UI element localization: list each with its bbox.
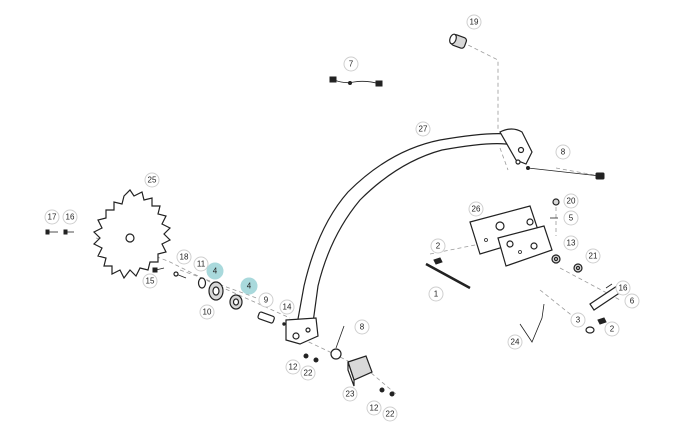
callout-14: 14	[279, 299, 295, 315]
svg-text:13: 13	[567, 239, 576, 248]
svg-text:19: 19	[470, 18, 479, 27]
svg-text:17: 17	[48, 213, 57, 222]
callout-19: 19	[466, 14, 482, 30]
svg-text:9: 9	[264, 296, 269, 305]
callout-10: 10	[199, 304, 215, 320]
callout-16-left: 16	[62, 209, 78, 225]
callout-24: 24	[507, 334, 523, 350]
svg-text:18: 18	[180, 253, 189, 262]
svg-text:10: 10	[203, 308, 212, 317]
callout-6: 6	[624, 293, 640, 309]
part-screws-left	[45, 229, 74, 235]
svg-text:2: 2	[610, 325, 615, 334]
callout-22-right: 22	[382, 406, 398, 422]
svg-text:6: 6	[630, 297, 635, 306]
part-saw-blade	[92, 189, 172, 280]
svg-text:27: 27	[419, 125, 428, 134]
svg-text:3: 3	[576, 316, 581, 325]
svg-text:16: 16	[619, 284, 628, 293]
callout-5: 5	[563, 210, 579, 226]
callout-labels: 19 7 27 8 25 17 16 18 11 4 4 15 10 9 14 …	[44, 14, 640, 422]
callout-2-lower: 2	[604, 321, 620, 337]
callout-8-upper: 8	[555, 144, 571, 160]
svg-text:22: 22	[304, 369, 313, 378]
callout-15: 15	[142, 273, 158, 289]
svg-text:25: 25	[148, 176, 157, 185]
part-hub-stack	[197, 277, 286, 326]
part-washers-bottom	[585, 317, 607, 334]
callout-3: 3	[570, 312, 586, 328]
callout-12-right: 12	[366, 400, 382, 416]
callout-8-lower: 8	[354, 319, 370, 335]
part-handle-grip	[449, 33, 468, 49]
callout-1: 1	[428, 286, 444, 302]
svg-text:16: 16	[66, 213, 75, 222]
part-nuts-right	[550, 198, 560, 219]
part-bracket-bar	[519, 303, 545, 343]
part-mount-plates	[469, 205, 553, 267]
callout-12-left: 12	[285, 359, 301, 375]
callout-2-upper: 2	[430, 238, 446, 254]
part-rod	[425, 262, 471, 290]
svg-text:1: 1	[434, 290, 439, 299]
svg-text:8: 8	[360, 323, 365, 332]
callout-26: 26	[468, 201, 484, 217]
callout-20: 20	[563, 193, 579, 209]
svg-text:5: 5	[569, 214, 574, 223]
svg-text:2: 2	[436, 242, 441, 251]
callout-25: 25	[144, 172, 160, 188]
callout-27: 27	[415, 121, 431, 137]
callout-4-highlight-2: 4	[240, 277, 258, 295]
part-handle-frame	[285, 128, 533, 345]
svg-text:7: 7	[349, 60, 354, 69]
part-washer-small	[433, 257, 443, 265]
svg-text:11: 11	[197, 260, 206, 269]
callout-23: 23	[342, 386, 358, 402]
callout-21: 21	[585, 248, 601, 264]
callout-4-highlight-1: 4	[206, 262, 224, 280]
callout-17: 17	[44, 209, 60, 225]
svg-text:26: 26	[472, 205, 481, 214]
callout-22-left: 22	[300, 365, 316, 381]
svg-text:8: 8	[561, 148, 566, 157]
part-cable	[329, 76, 383, 87]
callout-16-right: 16	[615, 280, 631, 296]
svg-text:14: 14	[283, 303, 292, 312]
svg-text:4: 4	[247, 282, 252, 291]
svg-text:20: 20	[567, 197, 576, 206]
svg-text:23: 23	[346, 390, 355, 399]
callout-7: 7	[343, 56, 359, 72]
svg-text:12: 12	[370, 404, 379, 413]
svg-text:21: 21	[589, 252, 598, 261]
part-lever-lower	[330, 325, 345, 360]
svg-text:4: 4	[213, 267, 218, 276]
svg-text:15: 15	[146, 277, 155, 286]
svg-text:24: 24	[511, 338, 520, 347]
part-bolts-hub	[152, 267, 187, 279]
part-nuts-lower	[303, 353, 395, 397]
svg-text:22: 22	[386, 410, 395, 419]
callout-9: 9	[258, 292, 274, 308]
callout-13: 13	[563, 235, 579, 251]
callout-18: 18	[176, 249, 192, 265]
svg-text:12: 12	[289, 363, 298, 372]
callout-11: 11	[193, 256, 209, 272]
part-cable-upper	[526, 166, 605, 180]
part-switch-box	[347, 355, 373, 387]
leader-lines	[95, 41, 621, 395]
part-nuts-mid	[551, 254, 583, 273]
